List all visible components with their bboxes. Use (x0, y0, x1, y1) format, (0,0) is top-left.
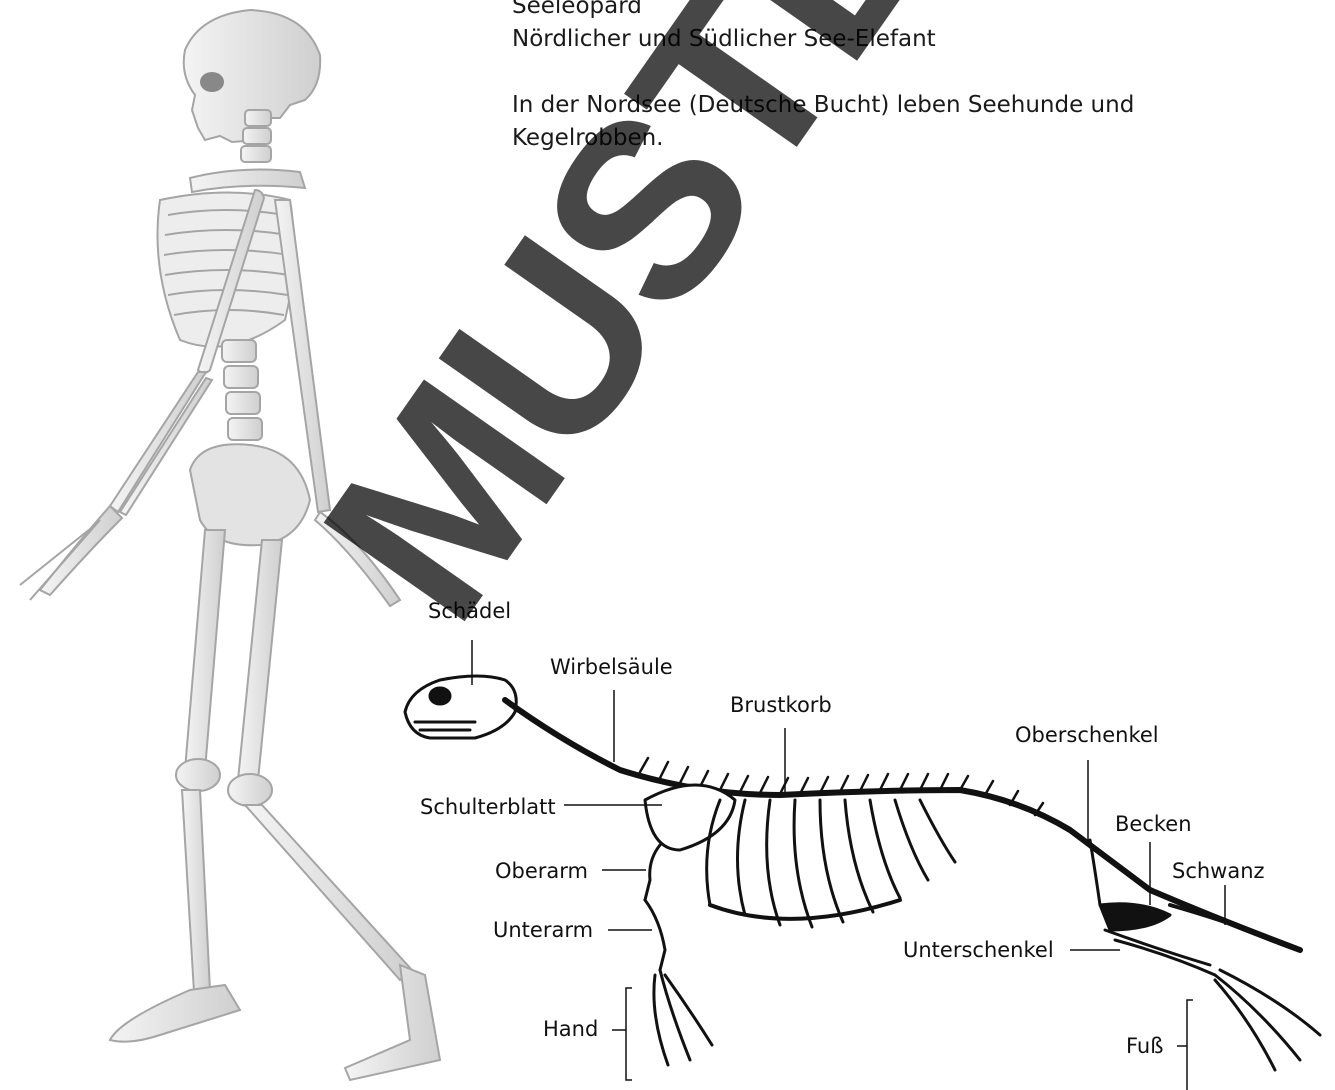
watermark-text: MUSTER (270, 0, 1084, 665)
